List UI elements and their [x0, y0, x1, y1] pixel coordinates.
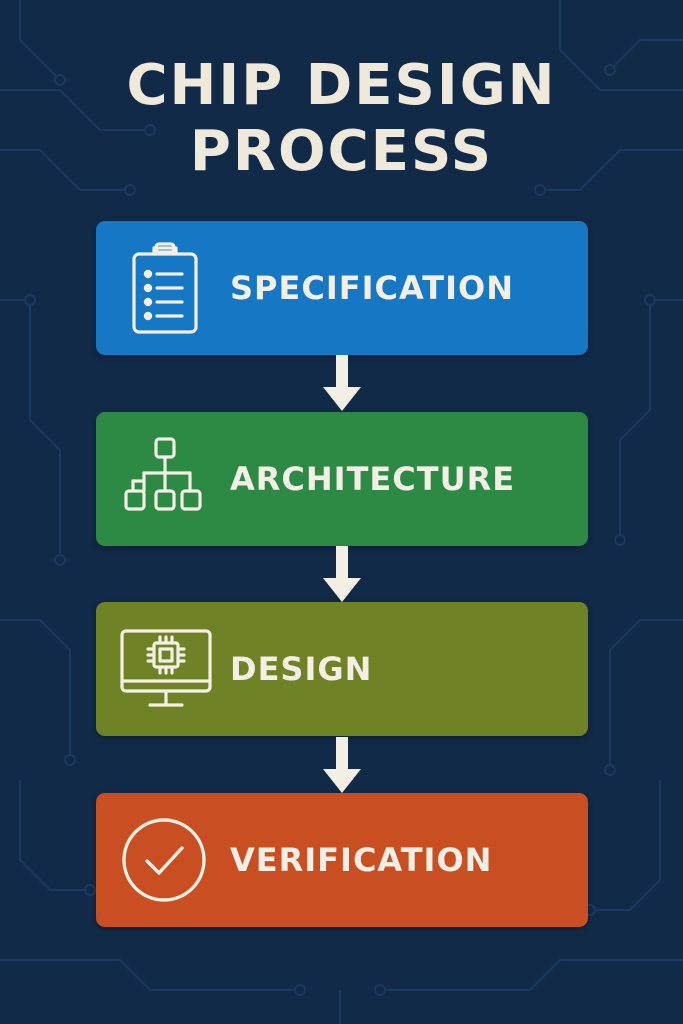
step-design: DESIGN [96, 602, 588, 736]
step-label-verification: VERIFICATION [230, 841, 493, 879]
check-circle-icon [120, 810, 216, 910]
hierarchy-diagram-icon [120, 429, 216, 529]
step-verification: VERIFICATION [96, 793, 588, 927]
step-architecture: ARCHITECTURE [96, 412, 588, 546]
title-line-1: CHIP DESIGN [126, 53, 557, 118]
down-arrow-3 [321, 737, 363, 795]
step-specification: SPECIFICATION [96, 221, 588, 355]
title-line-2: PROCESS [189, 119, 494, 184]
step-label-architecture: ARCHITECTURE [230, 460, 516, 498]
step-label-specification: SPECIFICATION [230, 269, 514, 307]
down-arrow-2 [321, 546, 363, 604]
clipboard-checklist-icon [120, 238, 216, 338]
monitor-chip-icon [120, 619, 216, 719]
down-arrow-1 [321, 355, 363, 413]
step-label-design: DESIGN [230, 650, 373, 688]
